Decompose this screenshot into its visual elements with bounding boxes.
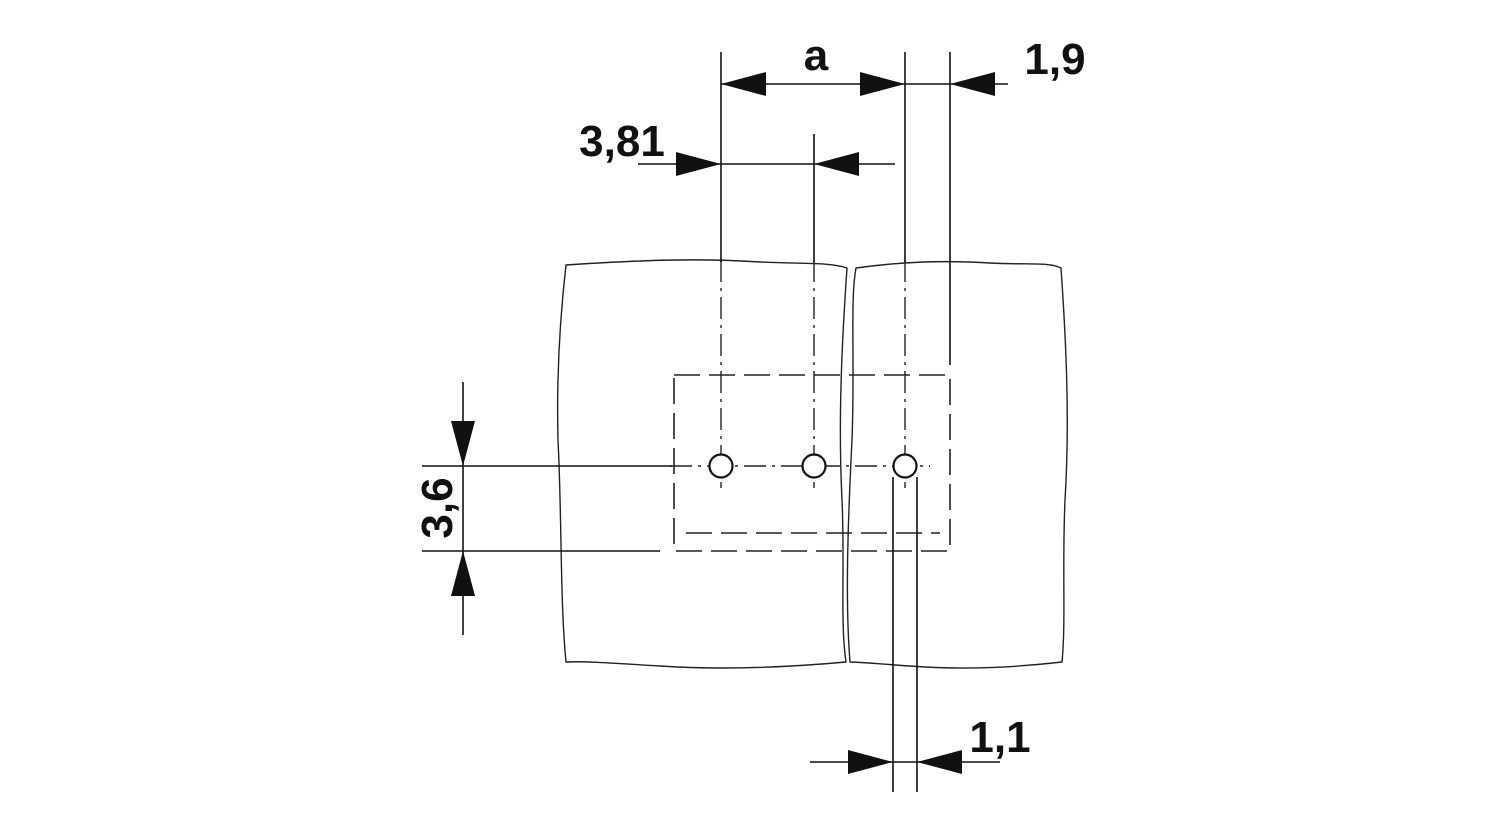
arrow-a-left (721, 72, 766, 96)
arrow-a-right (860, 72, 905, 96)
arrow-row-top (451, 421, 475, 466)
component-footprint (673, 374, 951, 552)
pin-hole-3 (892, 453, 918, 479)
arrow-edge-right (950, 72, 995, 96)
housing-right-outline (846, 260, 1068, 669)
dim-label-edge-offset: 1,9 (1024, 35, 1085, 84)
pin-hole-2 (801, 453, 827, 479)
arrow-spacing-left (676, 152, 721, 176)
arrow-hole-left (848, 750, 893, 774)
dim-label-a: a (804, 31, 829, 80)
pin-hole-1 (708, 453, 734, 479)
dim-label-pin-spacing: 3,81 (579, 117, 665, 166)
arrow-row-bottom (451, 551, 475, 596)
arrow-hole-right (917, 750, 962, 774)
dim-label-hole-diameter: 1,1 (969, 713, 1030, 762)
dim-label-row-offset: 3,6 (413, 477, 462, 538)
housing-left-outline (556, 259, 848, 669)
arrow-spacing-right (814, 152, 859, 176)
